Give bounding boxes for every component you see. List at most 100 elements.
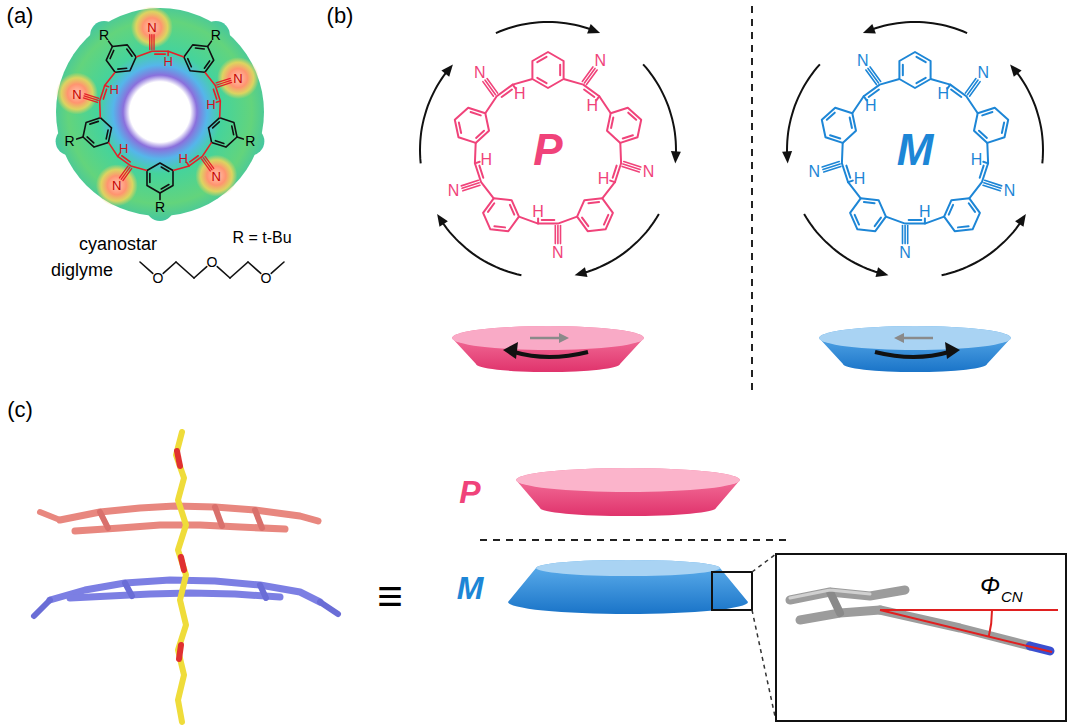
nitrile-bond xyxy=(904,226,906,244)
alkene-double-bond xyxy=(122,156,130,162)
atom-label: N xyxy=(233,72,242,85)
atom-label: O xyxy=(153,271,164,285)
oxygen-stick xyxy=(179,645,181,659)
benzene-ring xyxy=(899,52,930,88)
helicity-label: P xyxy=(459,476,480,508)
m-layer-stick xyxy=(260,585,266,598)
vinylene-link xyxy=(886,217,944,224)
ring-double-bond xyxy=(830,135,840,138)
p-disc-top xyxy=(516,468,740,492)
ring-double-bond xyxy=(161,167,169,171)
rotation-arrow xyxy=(514,352,588,357)
hydrogen-bond-stub xyxy=(848,181,853,183)
rotation-arrow xyxy=(787,64,820,154)
nitrile-bond xyxy=(461,180,478,186)
diglyme-bond xyxy=(271,262,284,273)
m-saucer xyxy=(819,326,1011,372)
ring-double-bond xyxy=(188,59,192,67)
atom-label: N xyxy=(212,169,221,182)
arrow-head xyxy=(559,333,569,343)
benzene-ring xyxy=(850,198,886,231)
atom-label: O xyxy=(261,271,272,285)
benzene-ring xyxy=(184,45,214,72)
ring-double-bond xyxy=(582,218,588,227)
atom-label: H xyxy=(971,152,983,168)
potential-surface-lobe xyxy=(202,21,230,49)
atom-label: H xyxy=(937,86,949,102)
equivalence-sign: ≡ xyxy=(377,574,403,618)
hydrogen-bond-stub xyxy=(610,181,615,183)
diglyme-bond xyxy=(163,262,176,273)
benzene-ring xyxy=(483,198,519,231)
panel-divider xyxy=(751,6,753,390)
ring-double-bond xyxy=(537,78,546,83)
m-disc-top xyxy=(536,560,720,576)
ring-double-bond xyxy=(827,113,835,120)
rotation-arrow xyxy=(875,352,949,357)
benzene-ring xyxy=(532,52,563,88)
vinylene-link xyxy=(475,143,494,198)
nitrile-bond xyxy=(824,166,841,172)
ring-double-bond xyxy=(204,61,209,68)
angle-symbol: Φ xyxy=(980,574,1000,598)
diglyme-bond xyxy=(217,267,230,278)
ring-double-bond xyxy=(1002,123,1004,133)
alkene-double-bond xyxy=(613,166,617,178)
vinylene-link xyxy=(485,79,532,113)
ring-double-bond xyxy=(488,203,494,212)
nitrile-bond xyxy=(151,35,152,50)
rotation-arrow xyxy=(942,222,1022,276)
substituent-label: R xyxy=(245,134,255,148)
atom-label: H xyxy=(119,142,128,155)
atom-label: N xyxy=(857,53,869,69)
atom-label: N xyxy=(112,179,121,192)
vinylene-link xyxy=(136,51,184,57)
angle-line xyxy=(880,610,1052,652)
arrow-head xyxy=(671,151,681,163)
atom-label: N xyxy=(643,164,655,180)
rotation-arrow xyxy=(496,22,592,33)
substituent-bond xyxy=(159,193,161,200)
atom-label: H xyxy=(598,171,610,187)
p-disc xyxy=(516,468,740,516)
arrow-head xyxy=(503,342,518,359)
stick-model xyxy=(34,432,338,722)
atom-label: H xyxy=(919,204,931,220)
ring-double-bond xyxy=(476,131,484,138)
hydrogen-bond-stub xyxy=(216,101,220,102)
benzene-ring xyxy=(83,118,112,147)
vinylene-link xyxy=(205,72,220,117)
atom-label: N xyxy=(595,53,607,69)
zoom-leader xyxy=(752,554,776,572)
nitrile-bond xyxy=(119,166,128,178)
p-saucer-top xyxy=(452,326,644,350)
stick-highlight xyxy=(790,590,870,598)
ring-double-bond xyxy=(215,141,223,144)
helicity-label: M xyxy=(897,128,934,172)
zoom-frame xyxy=(712,572,752,610)
ring-double-bond xyxy=(127,49,132,56)
alkene-double-bond xyxy=(584,90,594,97)
substituent-bond xyxy=(237,137,243,139)
benzene-ring xyxy=(822,108,856,143)
arrow-head xyxy=(782,151,792,163)
ring-double-bond xyxy=(875,218,881,227)
ring-double-bond xyxy=(110,50,114,58)
p-saucer xyxy=(452,326,644,372)
rotation-arrow xyxy=(1016,71,1043,163)
arrow-head xyxy=(441,64,453,76)
compound-name: diglyme xyxy=(51,261,113,279)
oxygen-stick xyxy=(181,557,184,570)
ring-double-bond xyxy=(979,131,987,138)
ring-double-bond xyxy=(87,137,94,143)
ring-double-bond xyxy=(902,65,904,76)
nitrile-bond xyxy=(202,159,211,171)
diglyme-bond xyxy=(176,262,194,278)
grey-stick xyxy=(830,592,840,613)
vinylene-link xyxy=(931,79,978,113)
ring-double-bond xyxy=(161,185,169,189)
diglyme-bond xyxy=(140,262,153,273)
generated-molecules xyxy=(56,6,1043,278)
grey-stick xyxy=(790,590,905,600)
